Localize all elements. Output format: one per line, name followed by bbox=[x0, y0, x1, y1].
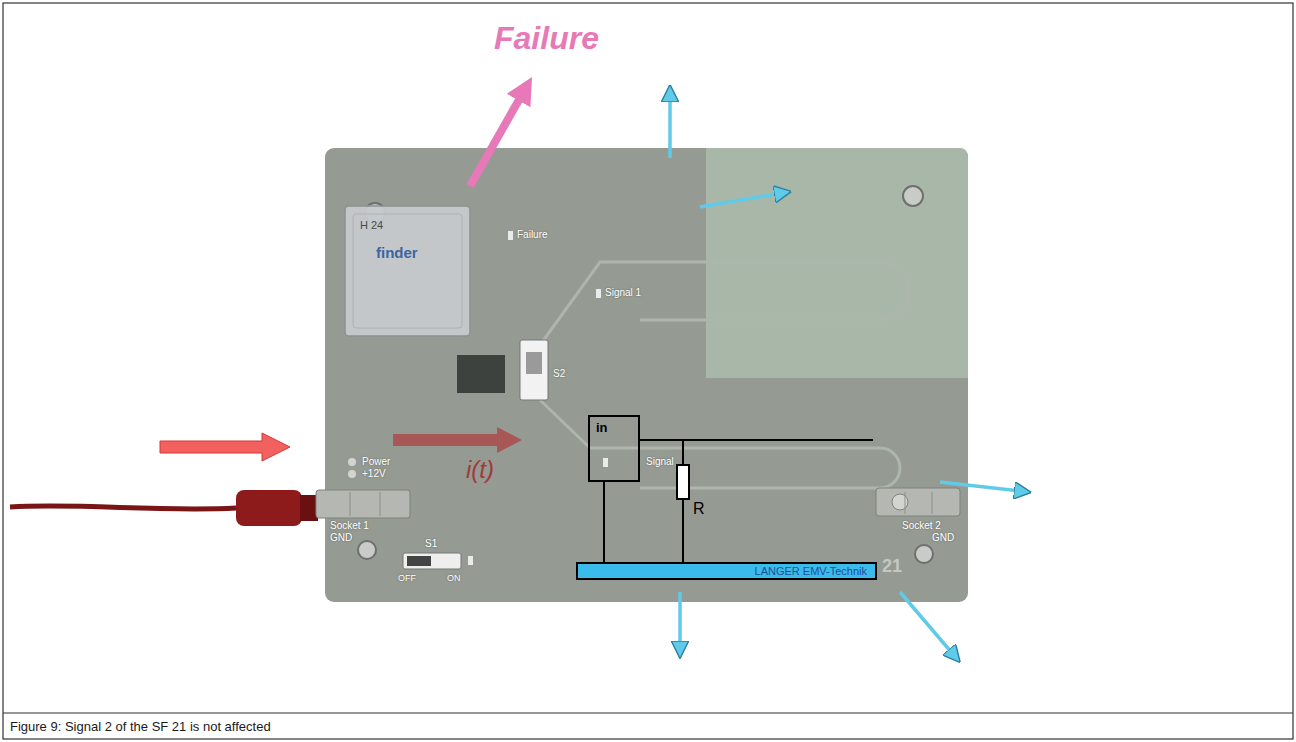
plug-sleeve bbox=[300, 495, 318, 521]
silkscreen-label: +12V bbox=[362, 468, 386, 480]
emission-arrow bbox=[678, 592, 682, 655]
input-box: in bbox=[588, 415, 640, 482]
figure-frame bbox=[3, 3, 1293, 739]
relay-marking: H 24 bbox=[360, 219, 383, 232]
wire-connector bbox=[603, 482, 605, 562]
failure-callout: Failure bbox=[494, 20, 599, 57]
node-text: in bbox=[596, 420, 632, 435]
silkscreen-label: Failure bbox=[517, 229, 548, 241]
socket-ridge bbox=[380, 492, 381, 516]
socket-ridge bbox=[905, 492, 906, 514]
socket-ridge bbox=[932, 492, 933, 514]
resistor-label: R bbox=[693, 500, 705, 518]
silkscreen-label: S1 bbox=[425, 538, 437, 550]
screw bbox=[915, 545, 933, 563]
switch-s1 bbox=[403, 553, 461, 569]
board-number: 21 bbox=[882, 556, 902, 577]
power-pin bbox=[348, 458, 356, 466]
emission-arrow bbox=[900, 592, 958, 660]
figure-caption: Figure 9: Signal 2 of the SF 21 is not a… bbox=[10, 719, 271, 734]
led bbox=[596, 289, 601, 298]
silkscreen-label: OFF bbox=[398, 573, 416, 583]
cable bbox=[10, 506, 236, 509]
led bbox=[468, 556, 473, 565]
resistor-lead bbox=[682, 440, 684, 465]
current-label: i(t) bbox=[466, 456, 494, 484]
switch-knob bbox=[526, 352, 542, 374]
current-arrow bbox=[393, 427, 522, 453]
resistor-lead bbox=[682, 499, 684, 562]
failure-arrow bbox=[470, 84, 528, 186]
silkscreen-label: S2 bbox=[553, 368, 565, 380]
socket-2 bbox=[876, 488, 960, 516]
signal-wire bbox=[640, 439, 873, 441]
power-pin bbox=[348, 470, 356, 478]
switch-s2 bbox=[520, 340, 548, 400]
socket-1 bbox=[316, 490, 410, 518]
silkscreen-label: ON bbox=[447, 573, 461, 583]
silkscreen-label: Signal bbox=[646, 456, 674, 468]
switch-knob bbox=[407, 556, 431, 566]
led bbox=[603, 458, 608, 467]
silkscreen-label: Socket 1 bbox=[330, 520, 369, 532]
led bbox=[508, 231, 513, 240]
current-arrow bbox=[160, 433, 290, 461]
emission-arrow bbox=[668, 88, 672, 158]
pcb-board bbox=[325, 148, 968, 602]
screw bbox=[903, 186, 923, 206]
ground-bar: LANGER EMV-Technik bbox=[576, 562, 877, 580]
relay-brand: finder bbox=[376, 244, 418, 261]
node-text: LANGER EMV-Technik bbox=[586, 564, 867, 578]
socket-ridge bbox=[350, 492, 351, 516]
ic-chip bbox=[457, 355, 505, 393]
silkscreen-label: Socket 2 bbox=[902, 520, 941, 532]
banana-plug bbox=[236, 490, 302, 526]
resistor-symbol bbox=[677, 465, 689, 499]
silkscreen-label: Signal 1 bbox=[605, 287, 641, 299]
pcb-trace bbox=[540, 262, 909, 345]
pcb-trace bbox=[540, 400, 900, 488]
silkscreen-label: GND bbox=[932, 532, 954, 544]
relay-window bbox=[353, 214, 462, 328]
silkscreen-label: GND bbox=[330, 532, 352, 544]
screw bbox=[358, 541, 376, 559]
emission-arrow bbox=[700, 192, 788, 207]
emission-arrow bbox=[940, 482, 1028, 492]
socket-screw bbox=[892, 494, 908, 510]
relay bbox=[345, 206, 470, 336]
caption-divider bbox=[3, 712, 1293, 713]
silkscreen-label: Power bbox=[362, 456, 390, 468]
